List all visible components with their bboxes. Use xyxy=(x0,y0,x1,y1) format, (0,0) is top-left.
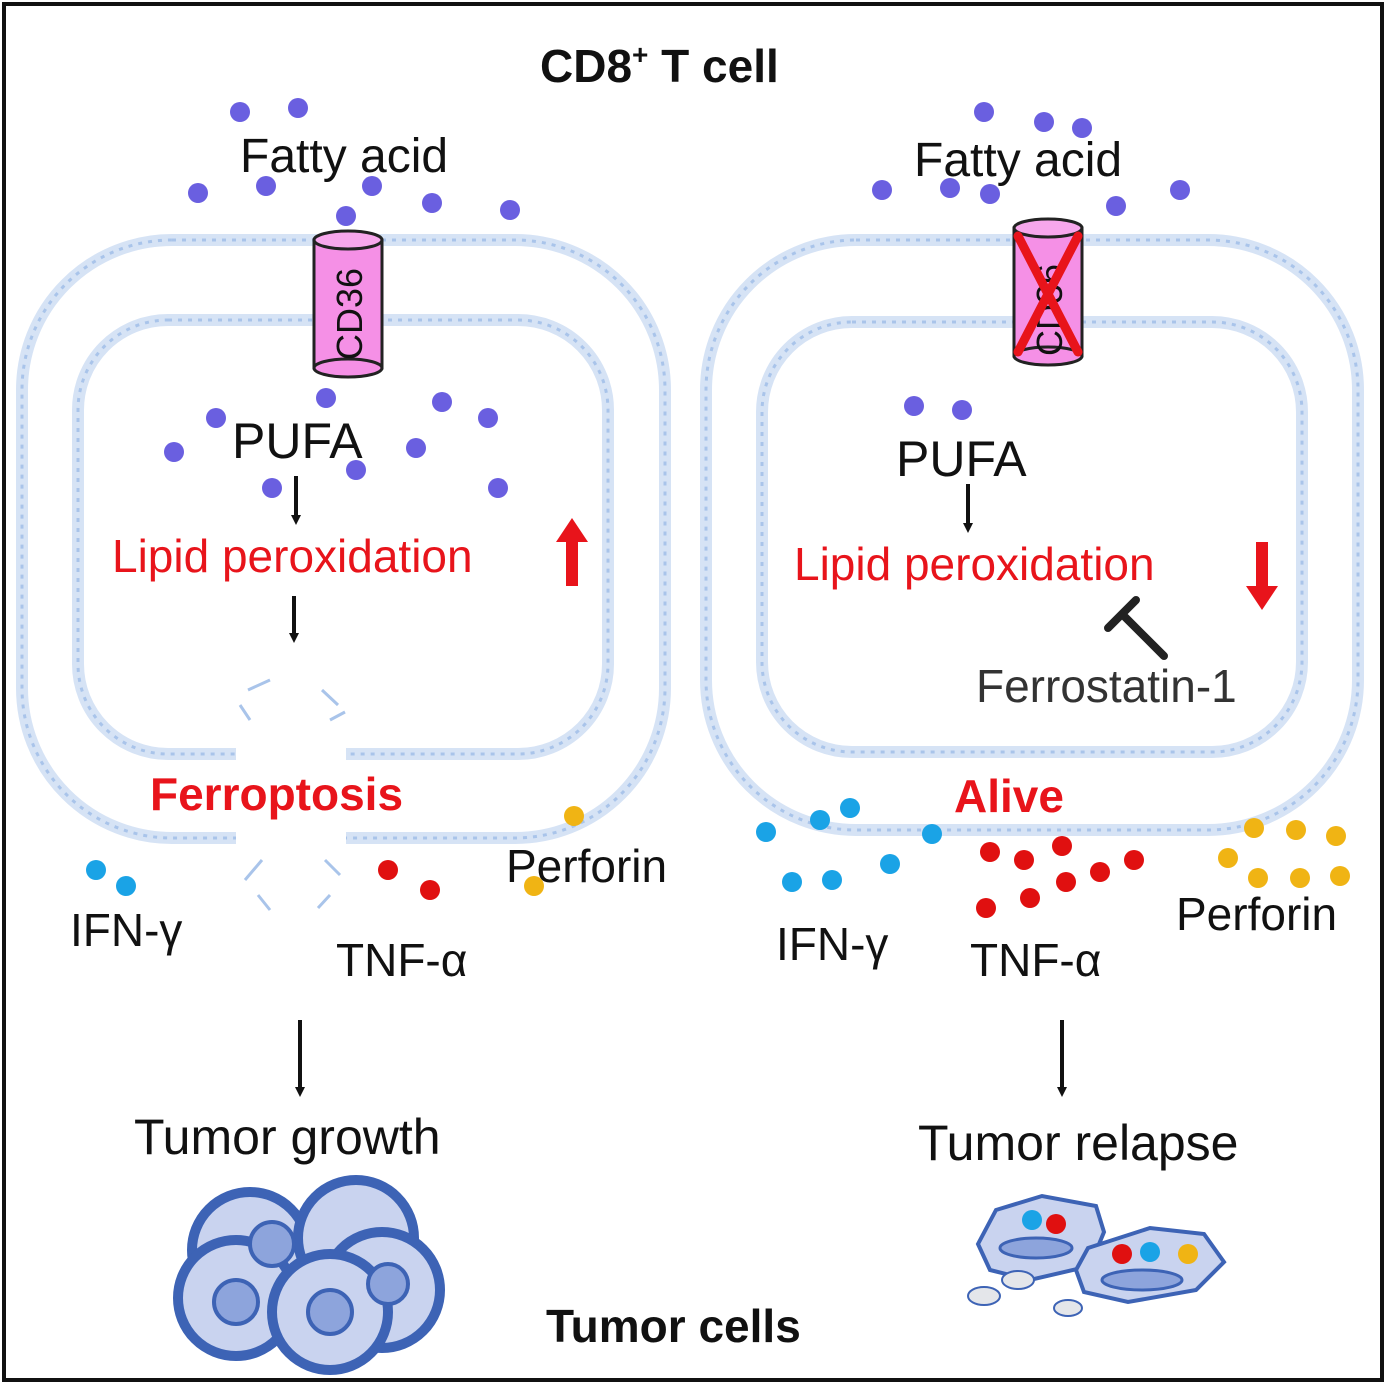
right-cd36-bottom xyxy=(1012,345,1084,367)
right-lipid-label: Lipid peroxidation xyxy=(794,538,1155,590)
left-membrane-rupture xyxy=(236,668,346,918)
left-tnf-label: TNF-α xyxy=(336,934,467,986)
left-ifn-dot xyxy=(116,876,136,896)
left-ifn-label: IFN-γ xyxy=(70,904,182,956)
right-cd36-knockout-x xyxy=(1013,231,1083,357)
left-tnf-dot xyxy=(378,860,398,880)
left-perforin-dot xyxy=(564,806,584,826)
left-cd36-label: CD36 xyxy=(329,268,370,360)
left-rupture-fragments-a xyxy=(238,678,272,911)
right-ifn-label: IFN-γ xyxy=(776,918,888,970)
tumor-cell-nuclei xyxy=(212,1220,410,1336)
right-perforin-dots xyxy=(1218,818,1350,888)
right-down-arrow xyxy=(1246,542,1278,610)
right-tnf-label: TNF-α xyxy=(970,934,1101,986)
right-result-label: Tumor relapse xyxy=(918,1115,1238,1171)
right-perforin-label: Perforin xyxy=(1176,888,1337,940)
left-pufa-label: PUFA xyxy=(232,413,363,469)
left-cd36-transporter xyxy=(312,238,384,370)
tumor-cells-relapse xyxy=(967,1193,1227,1317)
right-inhibition-bar xyxy=(1104,596,1168,660)
right-fatty-acid-label: Fatty acid xyxy=(914,134,1122,187)
left-perforin-dot xyxy=(524,876,544,896)
left-fatty-acid-label: Fatty acid xyxy=(240,130,448,183)
left-up-arrow xyxy=(556,518,588,586)
page-title: CD8+ T cell xyxy=(540,39,779,92)
left-cd36-bottom xyxy=(312,357,384,379)
left-lipid-label: Lipid peroxidation xyxy=(112,530,473,582)
left-result-label: Tumor growth xyxy=(134,1109,441,1165)
right-outcome-label: Alive xyxy=(954,770,1064,822)
left-cd36-top xyxy=(312,229,384,251)
left-rupture-fragments-b xyxy=(316,688,346,910)
left-fatty-acid-dots xyxy=(164,98,520,498)
left-cell: CD36 Fatty acid PUFA Lipid peroxidation … xyxy=(16,98,671,1375)
right-cd36-top xyxy=(1012,217,1084,239)
left-ifn-dot xyxy=(86,860,106,880)
right-pufa-label: PUFA xyxy=(896,431,1027,487)
left-tnf-dot xyxy=(420,880,440,900)
right-tnf-dots xyxy=(976,836,1144,918)
footer-label: Tumor cells xyxy=(546,1300,801,1352)
right-ifn-dots xyxy=(756,798,942,892)
left-perforin-label: Perforin xyxy=(506,840,667,892)
right-fatty-acid-dots xyxy=(872,102,1190,420)
right-cell: CD36 Fatty acid PUFA Lipid peroxidation … xyxy=(700,102,1364,1317)
right-membrane-outer-heads xyxy=(704,238,1360,832)
right-inhibitor-label: Ferrostatin-1 xyxy=(976,660,1237,712)
left-outcome-label: Ferroptosis xyxy=(150,768,403,820)
